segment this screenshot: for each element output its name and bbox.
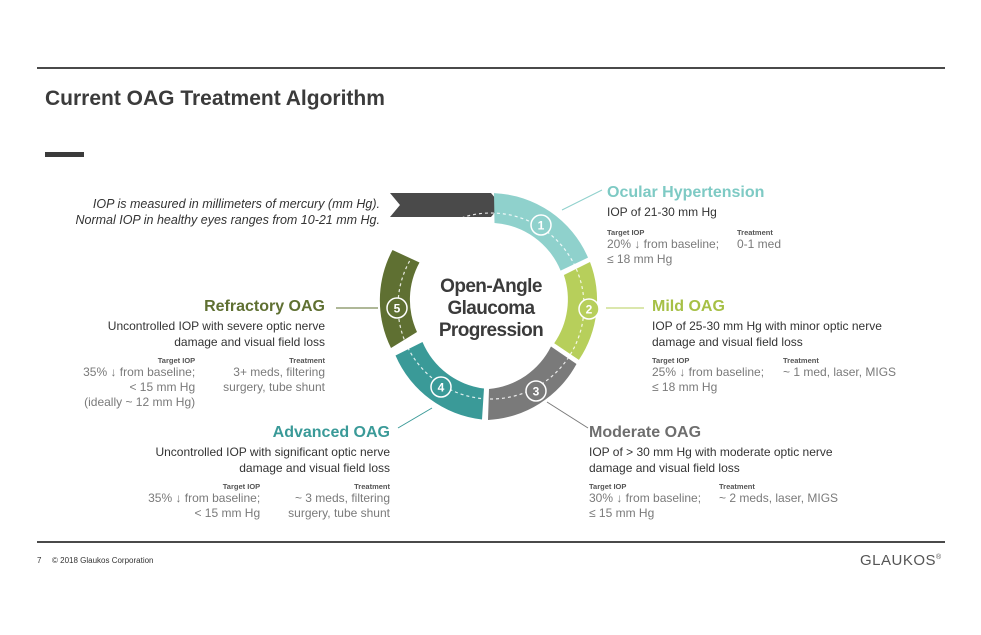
treatment-label: Treatment [354, 482, 390, 491]
target-iop-value: < 15 mm Hg [129, 380, 196, 394]
target-iop-label: Target IOP [157, 356, 196, 365]
badge-5: 5 [386, 297, 408, 319]
stage-desc: damage and visual field loss [174, 335, 325, 349]
stage-mild-oag: Mild OAG IOP of 25-30 mm Hg with minor o… [652, 298, 896, 395]
center-line2: Glaucoma [447, 298, 535, 319]
treatment-value: surgery, tube shunt [223, 380, 325, 394]
stage-desc: damage and visual field loss [239, 461, 390, 475]
leader-4 [397, 407, 433, 429]
badge-2: 2 [578, 298, 600, 320]
top-rule [37, 67, 945, 69]
logo-mark: ® [936, 554, 942, 561]
target-iop-value: 35% ↓ from baseline; [148, 491, 261, 505]
glaukos-logo: GLAUKOS® [860, 552, 942, 569]
treatment-value: ~ 1 med, laser, MIGS [783, 365, 897, 379]
logo-text: GLAUKOS [860, 552, 937, 569]
stage-desc: damage and visual field loss [589, 461, 740, 475]
svg-text:2: 2 [586, 303, 593, 317]
target-iop-value: 35% ↓ from baseline; [83, 365, 196, 379]
treatment-label: Treatment [783, 356, 819, 365]
page-number: 7 [37, 556, 42, 565]
progression-cycle: 1 2 3 4 5 Open-Angle Glaucoma Progressio… [379, 193, 600, 420]
stage-moderate-oag: Moderate OAG IOP of > 30 mm Hg with mode… [589, 424, 838, 521]
target-iop-value: 30% ↓ from baseline; [589, 491, 702, 505]
treatment-value: ~ 2 meds, laser, MIGS [719, 491, 839, 505]
stage-title: Advanced OAG [272, 424, 390, 441]
stage-desc: damage and visual field loss [652, 335, 803, 349]
stage-desc: IOP of 21-30 mm Hg [607, 205, 717, 219]
center-line1: Open-Angle [440, 276, 542, 297]
svg-text:4: 4 [438, 381, 445, 395]
target-iop-value: ≤ 18 mm Hg [607, 252, 673, 266]
stage-desc: Uncontrolled IOP with significant optic … [155, 445, 390, 459]
target-iop-label: Target IOP [652, 356, 690, 365]
iop-note: IOP is measured in millimeters of mercur… [40, 196, 380, 228]
treatment-label: Treatment [289, 356, 325, 365]
stage-desc: IOP of 25-30 mm Hg with minor optic nerv… [652, 319, 882, 333]
treatment-value: 3+ meds, filtering [233, 365, 325, 379]
stage-desc: Uncontrolled IOP with severe optic nerve [107, 319, 325, 333]
stage-title: Refractory OAG [204, 298, 325, 315]
badge-4: 4 [430, 376, 452, 398]
segment-2 [554, 262, 598, 360]
stage-desc: IOP of > 30 mm Hg with moderate optic ne… [589, 445, 833, 459]
iop-note-line2: Normal IOP in healthy eyes ranges from 1… [75, 213, 380, 227]
badge-1: 1 [530, 214, 552, 236]
bottom-rule [37, 541, 945, 543]
target-iop-value: < 15 mm Hg [194, 506, 261, 520]
stage-ocular-hypertension: Ocular Hypertension IOP of 21-30 mm Hg T… [607, 184, 781, 267]
treatment-label: Treatment [737, 228, 773, 237]
center-line3: Progression [439, 320, 543, 341]
page-title: Current OAG Treatment Algorithm [45, 87, 385, 110]
iop-note-line1: IOP is measured in millimeters of mercur… [92, 197, 380, 211]
stage-advanced-oag: Advanced OAG Uncontrolled IOP with signi… [110, 424, 390, 521]
svg-text:5: 5 [394, 302, 401, 316]
copyright: © 2018 Glaukos Corporation [52, 556, 154, 565]
target-iop-value: ≤ 18 mm Hg [652, 380, 718, 394]
target-iop-value: (ideally ~ 12 mm Hg) [84, 395, 196, 409]
svg-text:1: 1 [538, 219, 545, 233]
target-iop-value: ≤ 15 mm Hg [589, 506, 655, 520]
svg-text:3: 3 [533, 385, 540, 399]
treatment-value: 0-1 med [737, 237, 782, 251]
treatment-value: ~ 3 meds, filtering [294, 491, 390, 505]
stage-refractory-oag: Refractory OAG Uncontrolled IOP with sev… [45, 298, 325, 410]
target-iop-label: Target IOP [222, 482, 261, 491]
treatment-value: surgery, tube shunt [288, 506, 390, 520]
target-iop-value: 20% ↓ from baseline; [607, 237, 720, 251]
target-iop-label: Target IOP [607, 228, 645, 237]
treatment-label: Treatment [719, 482, 755, 491]
leader-1 [561, 189, 603, 211]
target-iop-label: Target IOP [589, 482, 627, 491]
stage-title: Mild OAG [652, 298, 725, 315]
target-iop-value: 25% ↓ from baseline; [652, 365, 765, 379]
arrow-band [390, 193, 501, 217]
title-dash [45, 152, 84, 157]
stage-title: Ocular Hypertension [607, 184, 765, 201]
stage-title: Moderate OAG [589, 424, 702, 441]
badge-3: 3 [525, 380, 547, 402]
leader-3 [546, 401, 589, 429]
